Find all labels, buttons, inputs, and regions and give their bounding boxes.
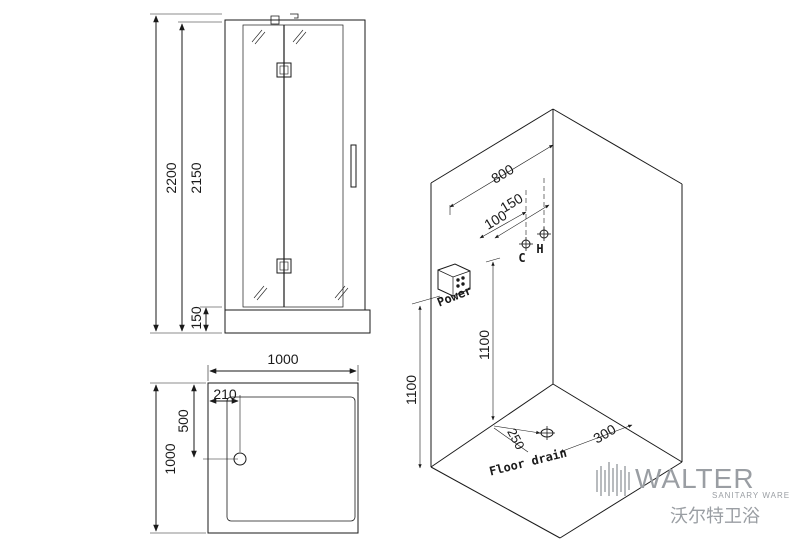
dim-tap-height: 1100 bbox=[476, 330, 492, 360]
glass-reflection bbox=[254, 31, 266, 45]
dim-line-250 bbox=[493, 425, 541, 435]
power-box-icon bbox=[437, 263, 471, 297]
dim-wall-width: 800 bbox=[488, 161, 516, 187]
upper-hinge bbox=[276, 62, 292, 78]
floor-front-right bbox=[559, 461, 683, 539]
floor-front-left bbox=[430, 466, 561, 539]
front-view bbox=[150, 13, 371, 334]
dim-line-100 bbox=[479, 211, 527, 239]
top-clip bbox=[290, 13, 299, 19]
glass-panel bbox=[242, 24, 344, 308]
dim-drain-offset-x: 210 bbox=[213, 386, 237, 402]
dim-tray-height: 150 bbox=[188, 306, 204, 330]
floor-left-edge bbox=[430, 383, 554, 468]
dim-plan-width: 1000 bbox=[267, 351, 298, 367]
brand-logo: WALTER SANITARY WARE 沃尔特卫浴 bbox=[596, 462, 790, 527]
glass-reflection bbox=[295, 31, 307, 45]
glass-reflection bbox=[256, 287, 268, 301]
dim-power-height: 1100 bbox=[403, 375, 419, 405]
glass-reflection bbox=[334, 285, 346, 299]
glass-reflection bbox=[292, 29, 304, 43]
shower-tray bbox=[224, 309, 371, 334]
brand-subtitle: SANITARY WARE bbox=[712, 491, 790, 500]
dim-line-800 bbox=[449, 144, 554, 208]
iso-view bbox=[411, 108, 683, 539]
dim-line-300 bbox=[559, 424, 633, 453]
brand-chinese-name: 沃尔特卫浴 bbox=[670, 506, 760, 527]
enclosure-frame bbox=[224, 19, 366, 311]
upper-hinge-inner bbox=[279, 65, 289, 75]
plan-view bbox=[150, 365, 359, 534]
right-wall-top bbox=[552, 108, 683, 185]
tray-outline bbox=[207, 382, 359, 534]
lower-hinge bbox=[276, 258, 292, 274]
cold-tap-icon bbox=[519, 237, 533, 251]
dim-drain-from-wall: 250 bbox=[504, 426, 527, 452]
lower-hinge-inner bbox=[279, 261, 289, 271]
extension-line bbox=[485, 257, 501, 263]
glass-reflection bbox=[251, 29, 263, 43]
dim-line-250-guide bbox=[493, 427, 529, 453]
top-bracket bbox=[270, 15, 280, 25]
dim-plan-depth: 1000 bbox=[162, 443, 178, 474]
floor-drain-label: Floor drain bbox=[488, 446, 569, 479]
floor-right-edge bbox=[552, 383, 683, 463]
power-label: Power bbox=[435, 283, 474, 310]
cold-label: C bbox=[518, 251, 525, 265]
door-handle bbox=[350, 144, 357, 188]
hot-label: H bbox=[536, 242, 543, 256]
brand-mark-icon bbox=[596, 462, 630, 496]
extension-line bbox=[411, 295, 441, 305]
dim-total-height: 2200 bbox=[163, 162, 179, 193]
brand-name: WALTER bbox=[635, 463, 755, 494]
hot-tap-icon bbox=[537, 227, 551, 241]
dim-drain-offset-y: 500 bbox=[175, 409, 191, 433]
dim-door-height: 2150 bbox=[188, 162, 204, 193]
glass-reflection bbox=[337, 287, 349, 301]
glass-reflection bbox=[253, 285, 265, 299]
dim-drain-side: 300 bbox=[590, 421, 618, 447]
floor-drain-icon bbox=[539, 426, 555, 440]
